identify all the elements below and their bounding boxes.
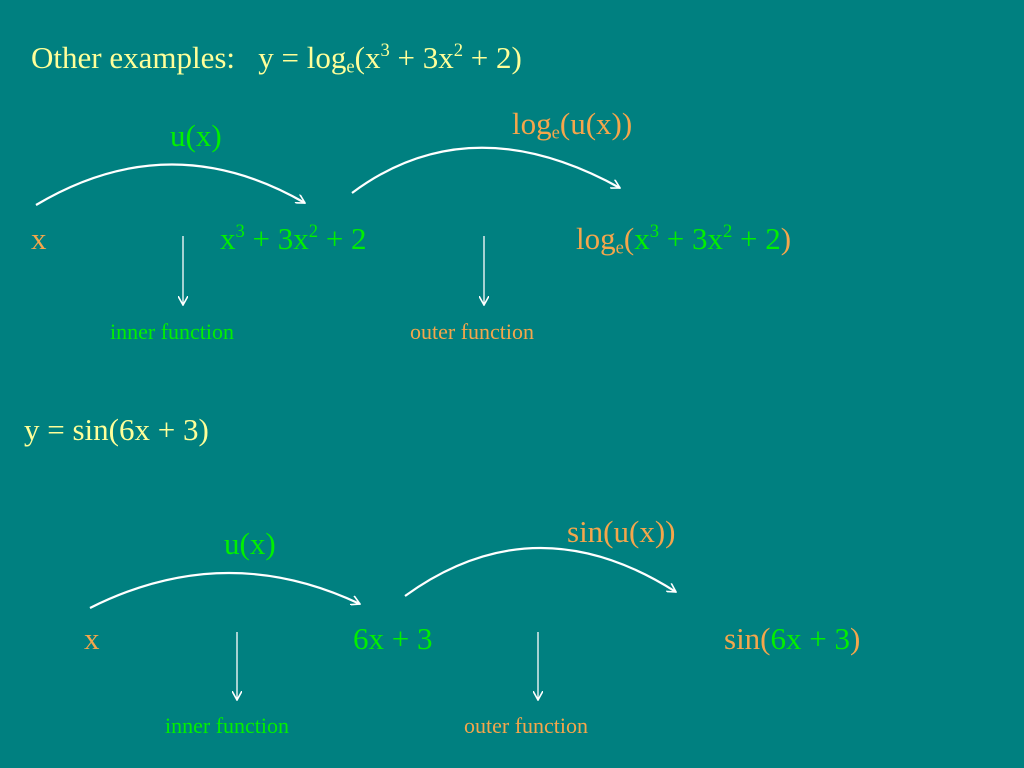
inner-exp2: 2 bbox=[308, 220, 319, 242]
outer-map-label-1: loge(u(x)) bbox=[512, 106, 633, 142]
inner-function-label-1: inner function bbox=[110, 319, 235, 344]
eq-tail: + 2) bbox=[463, 40, 522, 75]
eq-exp1: 3 bbox=[380, 39, 390, 61]
outer-log-base: e bbox=[551, 122, 560, 144]
result-3x: + 3x bbox=[659, 221, 723, 256]
inner-expression-2: 6x + 3 bbox=[353, 621, 433, 656]
inner-function-label-2: inner function bbox=[165, 713, 290, 738]
arc-arrow-inner-2 bbox=[89, 571, 360, 609]
outer-function-label-1: outer function bbox=[410, 319, 535, 344]
example1-equation: y = loge(x3 + 3x2 + 2) bbox=[258, 39, 522, 78]
outer-map-label-2: sin(u(x)) bbox=[567, 514, 676, 549]
input-x-2: x bbox=[84, 621, 100, 656]
result-open-paren: ( bbox=[623, 221, 635, 256]
inner-map-label-1: u(x) bbox=[170, 118, 222, 153]
result-close-paren: ) bbox=[780, 221, 792, 256]
arc-arrow-outer-1 bbox=[351, 146, 620, 194]
result-log-base: e bbox=[615, 237, 624, 259]
intro-text: Other examples: bbox=[31, 40, 236, 75]
arc-arrow-inner-1 bbox=[35, 163, 305, 206]
result-exp1: 3 bbox=[649, 220, 660, 242]
eq-exp2: 2 bbox=[453, 39, 464, 61]
example2-title: y = sin(6x + 3) bbox=[24, 412, 209, 447]
eq-mid: + 3x bbox=[389, 40, 454, 75]
result-x: x bbox=[634, 221, 650, 256]
result2-sin: sin( bbox=[724, 621, 771, 656]
result-log: log bbox=[576, 221, 616, 256]
arc-arrow-outer-2 bbox=[404, 546, 676, 597]
result-expression-1: loge(x3 + 3x2 + 2) bbox=[576, 220, 792, 257]
result2-inner: 6x + 3 bbox=[770, 621, 850, 656]
result2-close-paren: ) bbox=[849, 621, 861, 656]
inner-x: x bbox=[220, 221, 236, 256]
eq-lhs: y = log bbox=[258, 40, 347, 75]
inner-map-label-2: u(x) bbox=[224, 526, 276, 561]
result-const: + 2 bbox=[732, 221, 781, 256]
outer-log-text: log bbox=[512, 106, 552, 141]
eq-open: (x bbox=[354, 40, 381, 75]
inner-exp1: 3 bbox=[235, 220, 245, 242]
example1-title: Other examples: y = loge(x3 + 3x2 + 2) bbox=[31, 39, 522, 78]
outer-function-label-2: outer function bbox=[464, 713, 589, 738]
input-x-1: x bbox=[31, 221, 47, 256]
inner-const: + 2 bbox=[318, 221, 367, 256]
result-exp2: 2 bbox=[723, 220, 733, 242]
outer-log-arg: (u(x)) bbox=[559, 106, 633, 141]
result-expression-2: sin(6x + 3) bbox=[724, 623, 860, 654]
inner-3x: + 3x bbox=[244, 221, 309, 256]
inner-expression-1: x3 + 3x2 + 2 bbox=[220, 220, 367, 256]
eq-log-base: e bbox=[346, 56, 355, 78]
